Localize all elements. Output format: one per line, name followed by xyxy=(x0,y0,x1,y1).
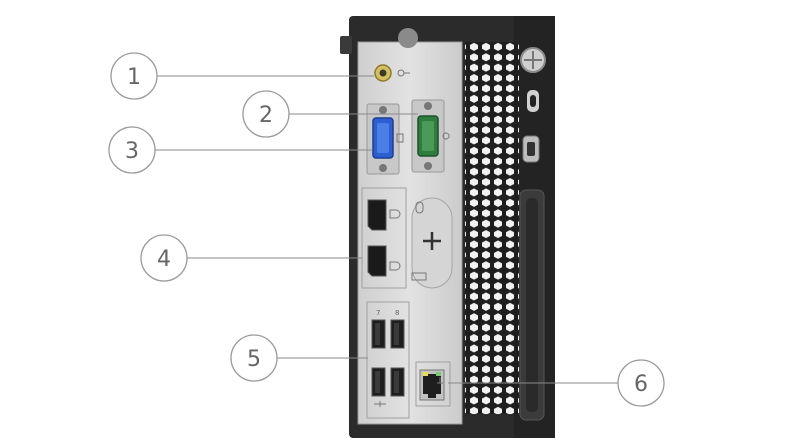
usb-icon xyxy=(374,401,386,407)
usb-label-8: 8 xyxy=(395,309,399,317)
serial-port xyxy=(411,99,445,173)
keyboard-icon xyxy=(411,272,427,281)
thumbscrew-icon xyxy=(520,47,546,73)
callout-number-4: 4 xyxy=(157,247,171,272)
callout-number-2: 2 xyxy=(259,103,273,128)
callout-5: 5 xyxy=(230,334,278,382)
usb-port-3 xyxy=(371,367,386,397)
callout-6: 6 xyxy=(617,359,665,407)
displayport-connectors xyxy=(361,187,407,289)
usb-label-7: 7 xyxy=(376,309,380,317)
callout-4: 4 xyxy=(140,234,188,282)
network-icon xyxy=(437,377,443,384)
callout-number-6: 6 xyxy=(634,372,648,397)
displayport-icon-2 xyxy=(389,261,401,271)
displayport-icon-1 xyxy=(389,209,401,219)
ethernet-port xyxy=(415,361,451,407)
headset-icon xyxy=(397,69,410,77)
serial-icon xyxy=(442,132,450,140)
callout-3: 3 xyxy=(108,126,156,174)
mouse-icon xyxy=(415,201,424,214)
usb-port-4 xyxy=(390,367,405,397)
callout-1: 1 xyxy=(110,52,158,100)
leader-lines xyxy=(155,75,618,384)
monitor-icon xyxy=(396,133,404,143)
callout-number-3: 3 xyxy=(125,139,139,164)
vga-port xyxy=(366,103,400,175)
usb-port-1 xyxy=(371,319,386,349)
padlock-loop-icon xyxy=(522,135,540,163)
expansion-knockout xyxy=(411,197,453,289)
security-lock-slot-icon xyxy=(527,90,539,112)
usb-ports: 7 8 xyxy=(366,301,410,419)
ventilation-grille xyxy=(465,42,519,414)
audio-port xyxy=(374,64,392,82)
callout-number-5: 5 xyxy=(247,347,261,372)
displayport-1 xyxy=(367,199,387,231)
callout-number-1: 1 xyxy=(127,65,141,90)
usb-port-2 xyxy=(390,319,405,349)
callout-2: 2 xyxy=(242,90,290,138)
displayport-2 xyxy=(367,245,387,277)
